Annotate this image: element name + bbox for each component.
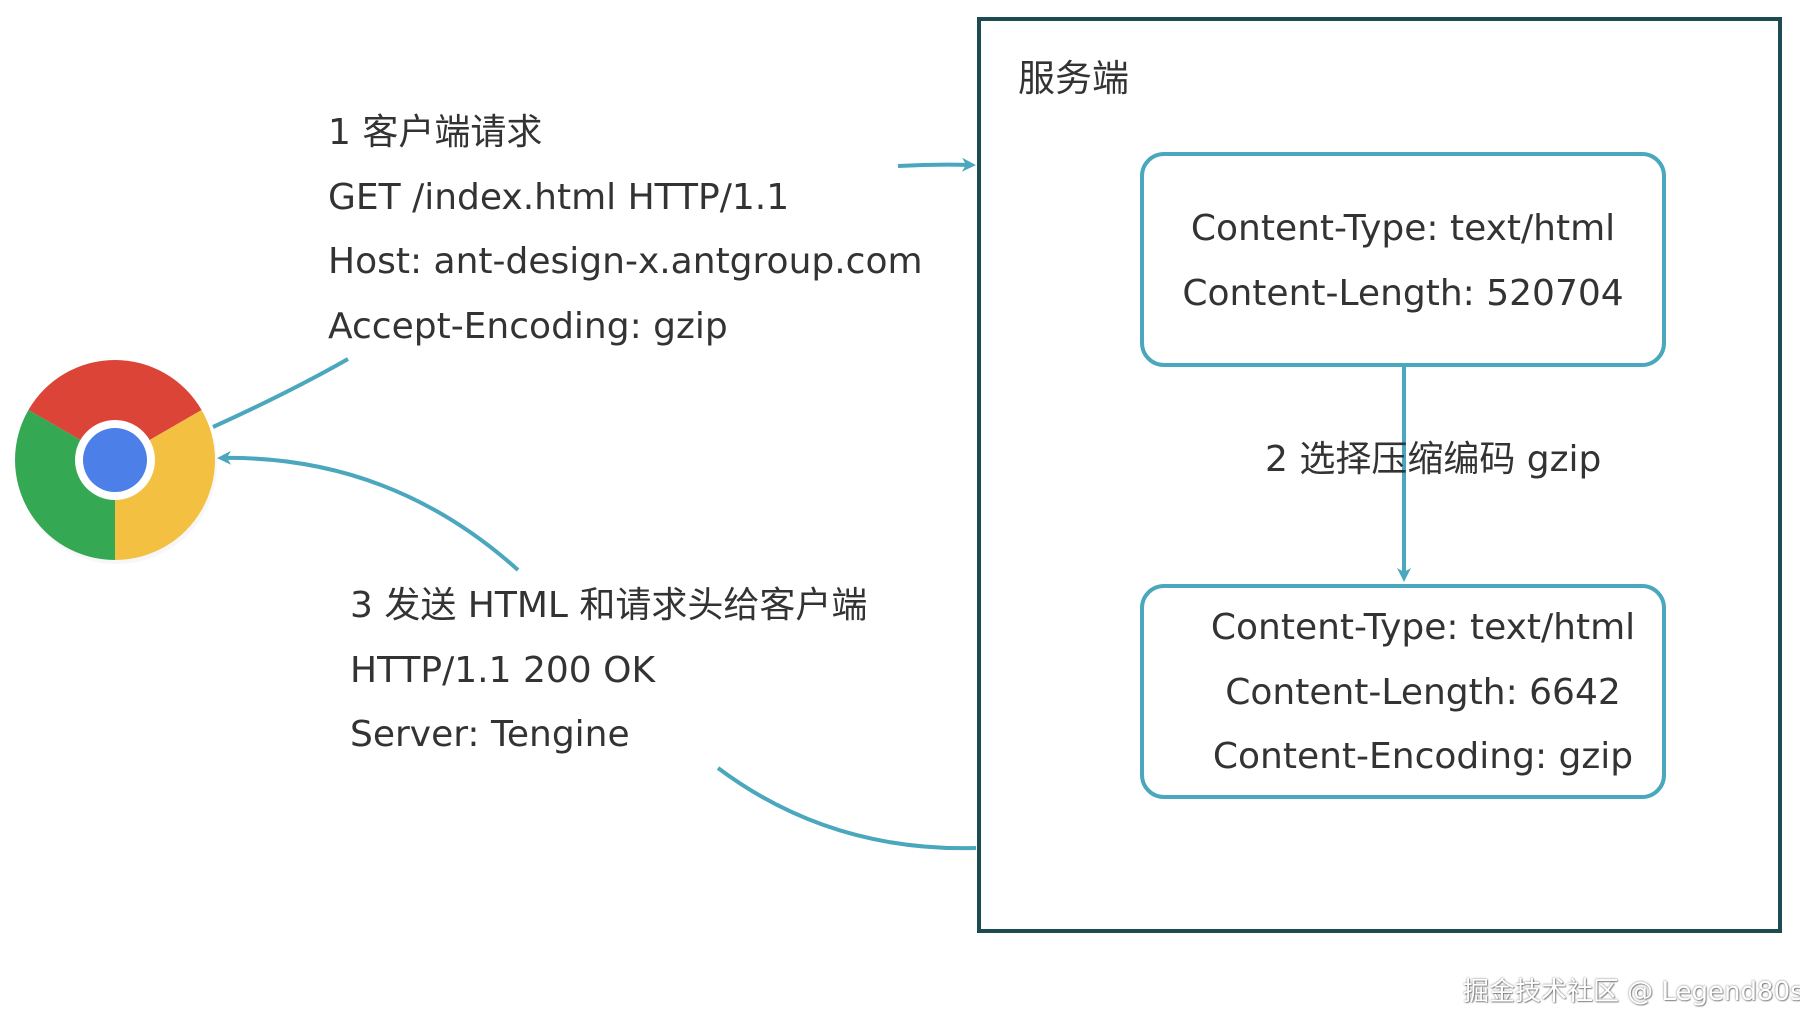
server-title: 服务端 — [1018, 57, 1129, 100]
response-line: HTTP/1.1 200 OK — [350, 649, 656, 691]
response-arrow-start — [716, 766, 977, 851]
compress-step-label: 2 选择压缩编码 gzip — [1265, 439, 1602, 480]
response-arrow-end — [217, 450, 520, 572]
response-step-label: 3 发送 HTML 和请求头给客户端 — [350, 585, 868, 626]
compressed-box-text: Content-Type: text/html Content-Length: … — [1162, 596, 1684, 790]
request-line: GET /index.html HTTP/1.1 — [328, 176, 790, 218]
server-container — [977, 17, 1782, 933]
original-header-line: Content-Length: 520704 — [1182, 272, 1624, 314]
request-line: Accept-Encoding: gzip — [328, 305, 728, 347]
request-arrow-start — [212, 357, 349, 429]
request-line: Host: ant-design-x.antgroup.com — [328, 241, 923, 282]
compressed-header-line: Content-Type: text/html — [1210, 607, 1636, 648]
response-text-block: 3 发送 HTML 和请求头给客户端 HTTP/1.1 200 OK Serve… — [350, 574, 867, 768]
request-arrow-end — [897, 157, 976, 172]
compressed-header-line: Content-Encoding: gzip — [1212, 736, 1634, 777]
response-line: Server: Tengine — [350, 714, 630, 755]
compressed-content-box — [1140, 584, 1666, 799]
compressed-header-line: Content-Length: 6642 — [1225, 671, 1621, 713]
request-step-label: 1 客户端请求 — [328, 112, 543, 153]
original-content-box — [1140, 152, 1666, 367]
original-header-line: Content-Type: text/html — [1190, 208, 1616, 249]
original-box-text: Content-Type: text/html Content-Length: … — [1142, 197, 1664, 326]
request-text-block: 1 客户端请求 GET /index.html HTTP/1.1 Host: a… — [328, 101, 923, 359]
watermark: 掘金技术社区 @ Legend80s — [1463, 977, 1800, 1007]
chrome-browser-icon — [15, 360, 217, 564]
